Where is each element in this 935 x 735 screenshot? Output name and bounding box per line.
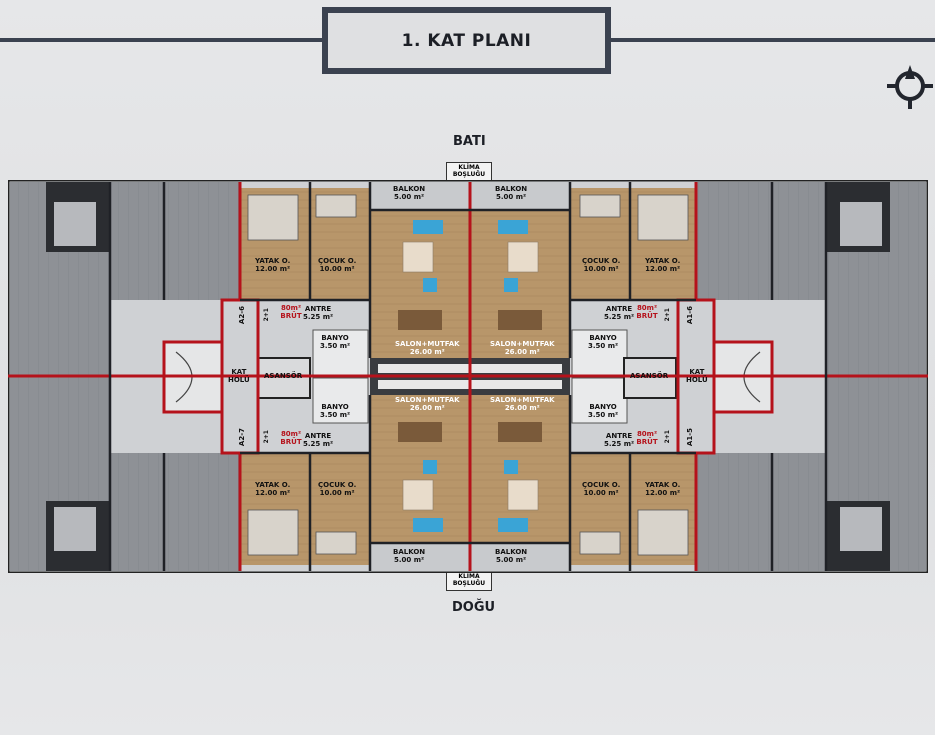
header-line-right bbox=[611, 38, 935, 42]
klima-box-bottom: KLİMA BOŞLUĞU bbox=[446, 571, 492, 591]
unit-id-a1-5: A1-5 bbox=[686, 428, 694, 447]
salon-tr bbox=[470, 210, 570, 358]
balcony-tr bbox=[470, 182, 570, 210]
page-title: 1. KAT PLANI bbox=[401, 30, 532, 51]
unit-type-badge-br: 2+1 bbox=[664, 430, 671, 444]
bedroom-label-bl: YATAK O.12.00 m² bbox=[255, 481, 291, 497]
unit-type-badge-bl: 2+1 bbox=[263, 430, 270, 444]
unit-type-badge-tr: 2+1 bbox=[664, 308, 671, 322]
east-block-bottom bbox=[696, 453, 926, 571]
title-frame: 1. KAT PLANI bbox=[322, 7, 611, 74]
direction-south-label: DOĞU bbox=[452, 600, 496, 615]
brut-label-br: 80m² BRÜT bbox=[636, 430, 658, 446]
west-block-top bbox=[10, 182, 240, 300]
bosluk-label: BOŞLUĞU bbox=[452, 171, 486, 178]
west-block-bottom bbox=[10, 453, 240, 571]
compass-icon bbox=[887, 65, 933, 109]
klima-label: KLİMA bbox=[458, 164, 480, 171]
elevator-label-right: ASANSÖR bbox=[630, 372, 669, 380]
unit-id-a1-6: A1-6 bbox=[686, 306, 694, 325]
brut-label-bl: 80m² BRÜT bbox=[280, 430, 302, 446]
brut-label-tr: 80m² BRÜT bbox=[636, 304, 658, 320]
child-room-label-tl: ÇOCUK O.10.00 m² bbox=[318, 257, 357, 273]
klima-box-top: KLİMA BOŞLUĞU bbox=[446, 162, 492, 182]
bedroom-label-br: YATAK O.12.00 m² bbox=[645, 481, 681, 497]
balcony-tl bbox=[370, 182, 470, 210]
unit-id-a2-7: A2-7 bbox=[238, 428, 246, 447]
salon-tl bbox=[370, 210, 470, 358]
elevator-label-left: ASANSÖR bbox=[264, 372, 303, 380]
bosluk-label: BOŞLUĞU bbox=[452, 580, 486, 587]
unit-id-a2-6: A2-6 bbox=[238, 306, 246, 325]
direction-north-label: BATI bbox=[453, 134, 486, 149]
balcony-bl bbox=[370, 543, 470, 571]
child-room-label-br: ÇOCUK O.10.00 m² bbox=[582, 481, 621, 497]
header-line-left bbox=[0, 38, 322, 42]
unit-type-badge-tl: 2+1 bbox=[263, 308, 270, 322]
bedroom-label-tl: YATAK O.12.00 m² bbox=[255, 257, 291, 273]
child-room-label-bl: ÇOCUK O.10.00 m² bbox=[318, 481, 357, 497]
brut-label-tl: 80m² BRÜT bbox=[280, 304, 302, 320]
east-block-top bbox=[696, 182, 926, 300]
floor-plan-drawing bbox=[8, 180, 928, 573]
klima-label: KLİMA bbox=[458, 573, 480, 580]
child-room-label-tr: ÇOCUK O.10.00 m² bbox=[582, 257, 621, 273]
balcony-br bbox=[470, 543, 570, 571]
bedroom-label-tr: YATAK O.12.00 m² bbox=[645, 257, 681, 273]
